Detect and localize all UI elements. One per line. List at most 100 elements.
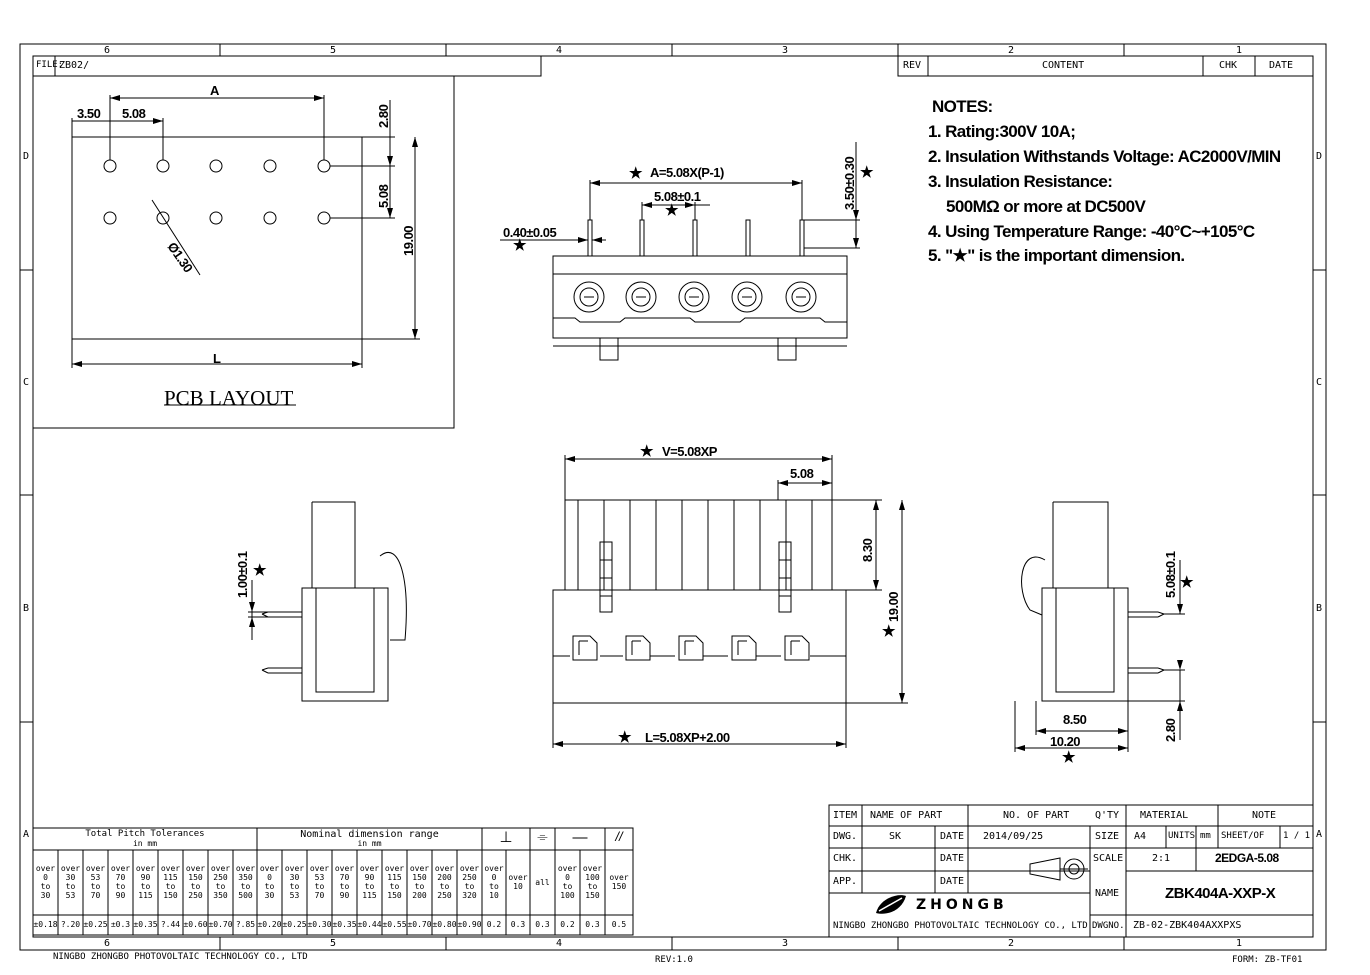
date-header: DATE (1269, 60, 1294, 71)
tol-header-cell: 320 (462, 891, 477, 900)
tol-header-cell: to (439, 882, 450, 891)
star-icon: ★ (1062, 749, 1075, 766)
tb-name-label: NAME (1095, 888, 1120, 899)
flatness-symbol: — (572, 829, 588, 846)
tb-qty: Q'TY (1095, 810, 1120, 821)
tol-header-cell: over (409, 864, 430, 873)
tol-header-cell: over (35, 864, 56, 873)
tol-value-cell: ±0.25 (282, 920, 307, 929)
column-label: 4 (556, 45, 563, 56)
tol-header-cell: to (65, 882, 76, 891)
tol-header-cell: to (464, 882, 475, 891)
tol-unit: in mm (357, 839, 382, 848)
star-icon: ★ (665, 202, 678, 219)
tol-header-cell: 150 (387, 891, 402, 900)
tol-header-cell: over (210, 864, 231, 873)
tol-value-cell: ±0.80 (432, 920, 457, 929)
tol-value-cell: 0.2 (486, 920, 502, 929)
note-item: 5. "★" is the important dimension. (928, 246, 1185, 265)
pcb-dim-a: A (210, 83, 219, 98)
top-dim-pin: 0.40±0.05 (503, 225, 557, 240)
tol-header-cell: 350 (213, 891, 228, 900)
star-icon: ★ (618, 729, 631, 746)
tol-header-cell: over (434, 864, 455, 873)
column-label: 5 (330, 938, 337, 949)
tol-value-cell: ±0.3 (110, 920, 131, 929)
pcb-layout-title: PCB LAYOUT (164, 386, 294, 410)
tol-value-cell: ±0.18 (33, 920, 58, 929)
tb-app: APP. (833, 876, 858, 887)
note-item: 2. Insulation Withstands Voltage: AC2000… (928, 147, 1281, 166)
tol-header-cell: to (289, 882, 300, 891)
tol-value-cell: ±0.70 (208, 920, 233, 929)
tol-title-pitch: Total Pitch Tolerances (85, 829, 205, 839)
tol-header-cell: 53 (90, 873, 101, 882)
footer-company: NINGBO ZHONGBO PHOTOVOLTAIC TECHNOLOGY C… (53, 952, 308, 962)
tol-header-cell: 150 (585, 891, 600, 900)
tol-header-cell: 70 (339, 873, 350, 882)
front-dim-1900: 19.00 (886, 591, 901, 622)
star-icon: ★ (1180, 574, 1193, 591)
tb-date-label: DATE (940, 876, 965, 887)
tol-header-cell: 10 (513, 882, 523, 891)
star-icon: ★ (640, 443, 653, 460)
star-icon: ★ (629, 165, 642, 182)
tol-value-cell: ±0.60 (183, 920, 208, 929)
tol-value-cell: ±0.35 (133, 920, 158, 929)
tol-value-cell: ±0.70 (407, 920, 432, 929)
front-dim-830: 8.30 (860, 538, 875, 562)
tol-header-cell: to (364, 882, 375, 891)
footer-form: FORM: ZB-TF01 (1232, 955, 1303, 965)
tol-header-cell: 90 (140, 873, 151, 882)
tol-header-cell: 0 (491, 873, 497, 882)
column-label: 2 (1008, 45, 1015, 56)
tb-date-label: DATE (940, 853, 965, 864)
tol-header-cell: over (557, 864, 578, 873)
tb-note: NOTE (1252, 810, 1277, 821)
tb-item: ITEM (833, 810, 858, 821)
tb-dwg: DWG. (833, 831, 858, 842)
column-label: 2 (1008, 938, 1015, 949)
tb-series: 2EDGA-5.08 (1215, 851, 1279, 865)
tol-header-cell: over (309, 864, 330, 873)
right-dim-280: 2.80 (1163, 718, 1178, 742)
row-label: D (1316, 151, 1323, 162)
chk-header: CHK (1219, 60, 1238, 71)
tol-value-cell: ±0.35 (332, 920, 357, 929)
note-item: 500MΩ or more at DC500V (946, 197, 1146, 216)
tb-material: MATERIAL (1140, 810, 1189, 821)
tol-header-cell: 115 (138, 891, 153, 900)
tol-header-cell: 53 (65, 891, 76, 900)
star-icon: ★ (253, 562, 266, 579)
tol-header-cell: over (334, 864, 355, 873)
tol-header-cell: to (339, 882, 350, 891)
front-dim-508: 5.08 (790, 466, 814, 481)
tol-header-cell: 90 (115, 891, 126, 900)
tol-value-cell: 0.5 (611, 920, 627, 929)
tol-header-cell: 250 (462, 873, 477, 882)
note-item: 3. Insulation Resistance: (928, 172, 1113, 191)
tol-header-cell: over (459, 864, 480, 873)
tol-header-cell: to (389, 882, 400, 891)
tol-header-cell: 53 (314, 873, 325, 882)
row-label: A (23, 829, 30, 840)
top-view-body (552, 219, 848, 361)
tol-header-cell: 250 (437, 891, 452, 900)
tb-no-of-part: NO. OF PART (1003, 810, 1070, 821)
tb-units-label: UNITS (1168, 831, 1196, 841)
tolerance-table-lines (32, 827, 634, 936)
tol-title-nominal: Nominal dimension range (300, 829, 439, 840)
front-dim-l: L=5.08XP+2.00 (645, 730, 730, 745)
file-label: FILE: (36, 60, 64, 70)
star-icon: ★ (860, 164, 873, 181)
column-label: 4 (556, 938, 563, 949)
tol-header-cell: 70 (115, 873, 126, 882)
pcb-dim-1900: 19.00 (401, 225, 416, 256)
tol-header-cell: to (40, 882, 51, 891)
row-label: B (23, 603, 30, 614)
tb-scale-label: SCALE (1093, 853, 1124, 864)
tol-header-cell: over (359, 864, 380, 873)
tol-header-cell: 115 (387, 873, 402, 882)
tol-header-cell: over (135, 864, 156, 873)
